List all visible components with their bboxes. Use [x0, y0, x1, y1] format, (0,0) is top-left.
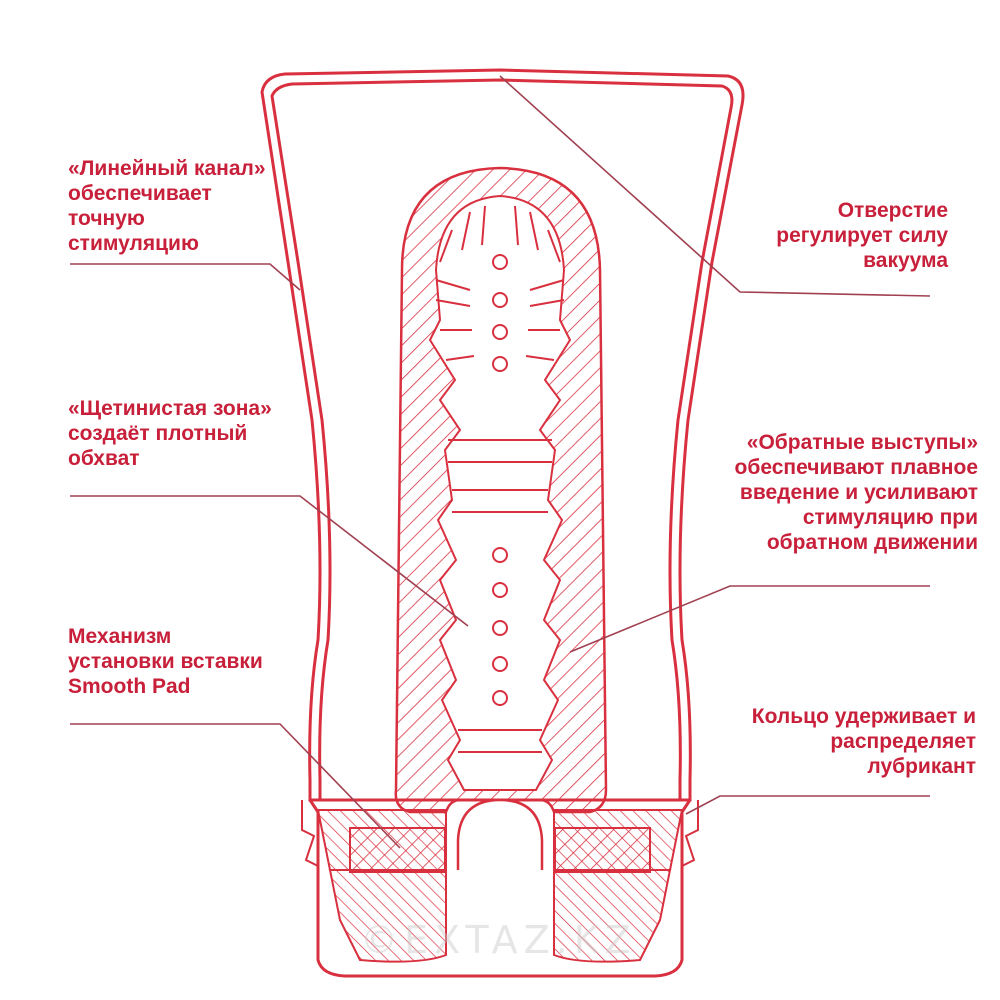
callout-smooth-pad: Механизм установки вставки Smooth Pad	[68, 625, 263, 698]
watermark: ©EXTAZ.KZ	[360, 918, 637, 962]
callout-lube-ring: Кольцо удерживает и распределяет лубрика…	[751, 705, 976, 778]
leader-lube-ring	[685, 795, 930, 815]
leader-lines	[70, 75, 931, 849]
leader-bristle-zone	[70, 495, 469, 627]
inner-sleeve	[394, 166, 608, 814]
callout-linear-channel: «Линейный канал» обеспечивает точную сти…	[68, 157, 266, 255]
cup-outer-shell	[260, 68, 745, 802]
base-assembly	[301, 798, 699, 978]
callout-vacuum-hole: Отверстие регулирует силу вакуума	[776, 199, 948, 272]
callout-bristle-zone: «Щетинистая зона» создаёт плотный обхват	[68, 397, 272, 470]
leader-vacuum-hole	[499, 75, 931, 297]
leader-smooth-pad	[70, 723, 401, 849]
leader-reverse-ribs	[569, 585, 930, 653]
callout-reverse-ribs: «Обратные выступы» обеспечивают плавное …	[734, 431, 978, 554]
leader-linear-channel	[70, 263, 301, 291]
